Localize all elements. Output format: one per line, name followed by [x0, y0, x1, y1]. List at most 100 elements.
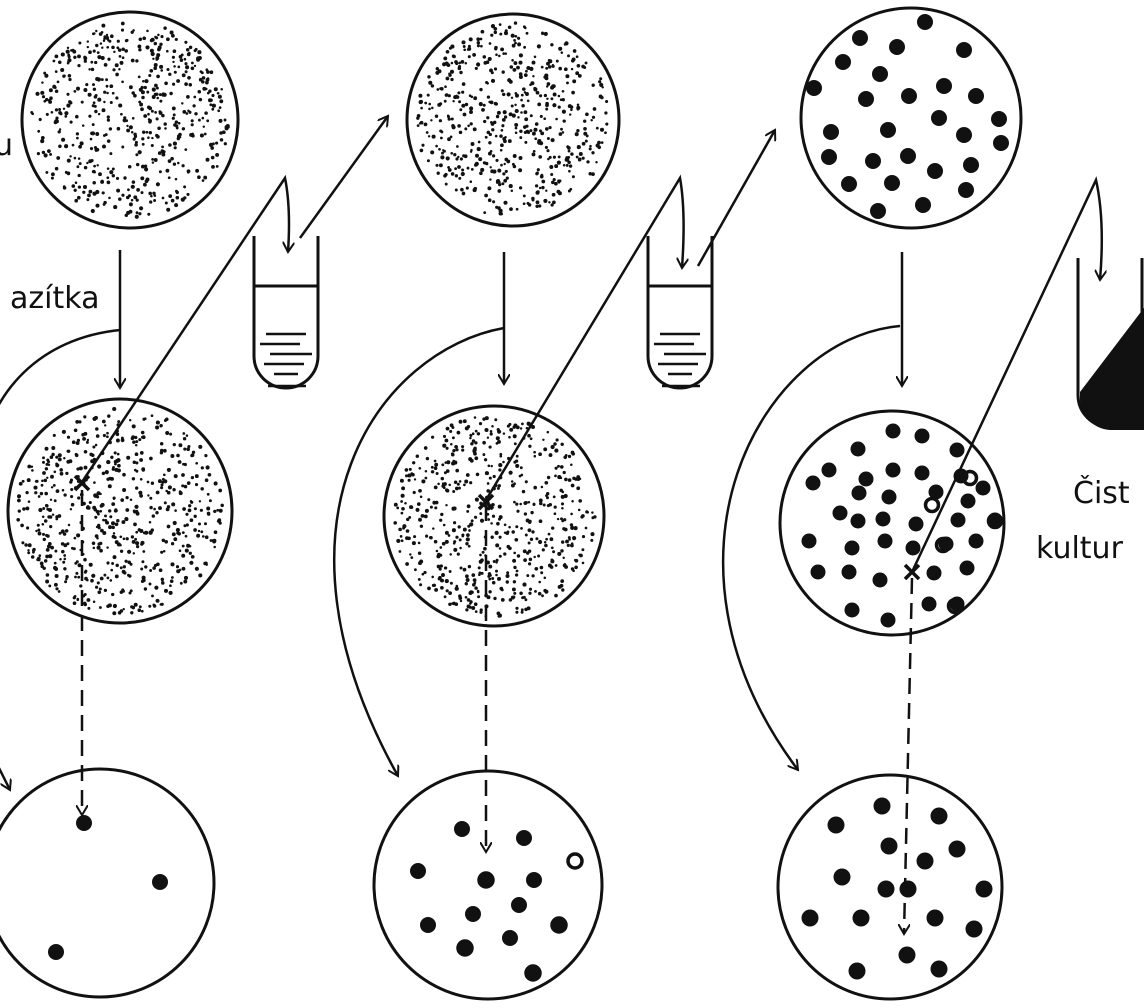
cell-dot: [442, 444, 446, 448]
cell-dot: [483, 55, 487, 59]
colony: [976, 481, 991, 496]
cell-dot: [583, 127, 587, 131]
cell-dot: [189, 552, 192, 555]
cell-dot: [172, 117, 175, 120]
cell-dot: [580, 515, 583, 518]
cell-dot: [156, 53, 160, 57]
cell-dot: [115, 564, 118, 567]
tube-1: [254, 236, 318, 388]
cell-dot: [138, 150, 142, 154]
cell-dot: [469, 434, 472, 437]
cell-dot: [567, 54, 570, 57]
cell-dot: [93, 171, 96, 174]
cell-dot: [493, 597, 496, 600]
cell-dot: [61, 550, 65, 554]
cell-dot: [446, 156, 450, 160]
cell-dot: [45, 555, 49, 559]
cell-dot: [428, 103, 431, 106]
cell-dot: [170, 157, 174, 161]
cell-dot: [526, 32, 529, 35]
cell-dot: [461, 172, 465, 176]
cell-dot: [86, 162, 88, 164]
cell-dot: [488, 465, 491, 468]
colony: [915, 466, 930, 481]
colony: [900, 148, 916, 164]
cell-dot: [499, 587, 503, 591]
cell-dot: [58, 457, 62, 461]
colony: [915, 197, 931, 213]
cell-dot: [492, 515, 495, 518]
cell-dot: [110, 579, 113, 582]
colony: [454, 821, 470, 837]
cell-dot: [113, 604, 117, 608]
cell-dot: [100, 577, 104, 581]
cell-dot: [135, 153, 138, 156]
cell-dot: [37, 557, 41, 561]
cell-dot: [574, 565, 578, 569]
cell-dot: [96, 434, 100, 438]
cell-dot: [144, 167, 148, 171]
cell-dot: [483, 104, 486, 107]
cell-dot: [490, 430, 493, 433]
colony: [968, 88, 984, 104]
cell-dot: [519, 61, 523, 65]
cell-dot: [144, 587, 147, 590]
cell-dot: [479, 611, 482, 614]
cell-dot: [525, 92, 529, 96]
cell-dot: [51, 446, 55, 450]
cell-dot: [514, 538, 518, 542]
cell-dot: [207, 513, 210, 516]
cell-dot: [463, 45, 466, 48]
cell-dot: [161, 581, 165, 585]
cell-dot: [117, 127, 121, 131]
cell-dot: [571, 91, 575, 95]
cell-dot: [543, 117, 546, 120]
cell-dot: [524, 141, 527, 144]
cell-dot: [186, 48, 190, 52]
cell-dot: [49, 515, 53, 519]
cell-dot: [512, 596, 515, 599]
cell-dot: [447, 114, 449, 116]
cell-dot: [55, 574, 59, 578]
cell-dot: [135, 141, 138, 144]
cell-dot: [513, 434, 517, 438]
cell-dot: [78, 157, 81, 160]
cell-dot: [165, 418, 169, 422]
cell-dot: [142, 435, 146, 439]
cell-dot: [96, 164, 98, 166]
cell-dot: [178, 122, 181, 125]
cell-dot: [113, 51, 115, 53]
cell-dot: [577, 145, 581, 149]
colony: [909, 517, 924, 532]
cell-dot: [168, 194, 172, 198]
cell-dot: [145, 45, 149, 49]
cell-dot: [468, 55, 471, 58]
colony: [899, 947, 916, 964]
cell-dot: [46, 113, 49, 116]
cell-dot: [462, 192, 466, 196]
cell-dot: [144, 79, 148, 83]
cell-dot: [26, 526, 29, 529]
cell-dot: [184, 485, 188, 489]
cell-dot: [558, 155, 561, 158]
cell-dot: [109, 515, 112, 518]
cell-dot: [105, 36, 109, 40]
cell-dot: [439, 163, 443, 167]
cell-dot: [455, 448, 458, 451]
cell-dot: [28, 543, 32, 547]
cell-dot: [156, 75, 160, 79]
cell-dot: [488, 578, 491, 581]
cell-dot: [448, 603, 451, 606]
colony: [915, 429, 930, 444]
cell-dot: [142, 468, 145, 471]
cell-dot: [18, 509, 21, 512]
cell-dot: [457, 553, 460, 556]
cell-dot: [135, 486, 138, 489]
cell-dot: [151, 38, 155, 42]
cell-dot: [139, 206, 143, 210]
cell-dot: [439, 129, 442, 132]
cell-dot: [49, 525, 52, 528]
cell-dot: [154, 36, 156, 38]
cell-dot: [159, 170, 162, 173]
